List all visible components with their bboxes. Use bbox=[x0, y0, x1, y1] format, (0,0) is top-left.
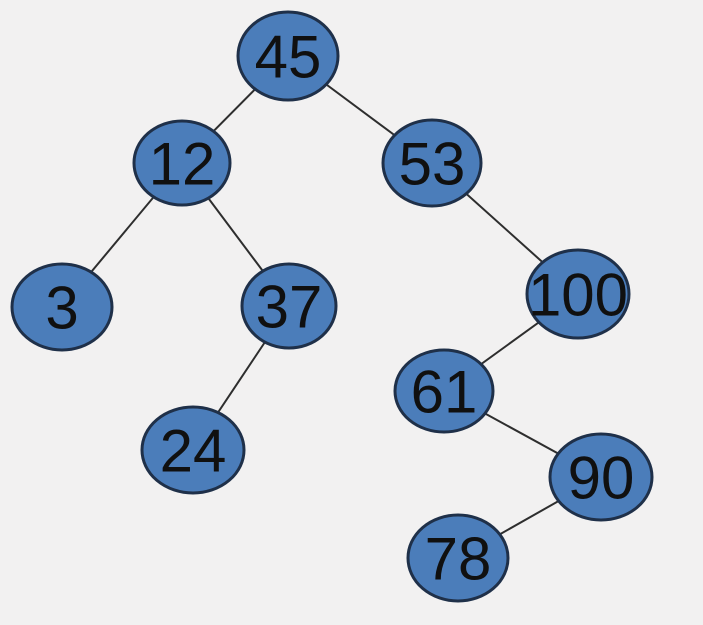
tree-node-label: 53 bbox=[399, 131, 466, 198]
tree-node-ellipse bbox=[393, 348, 495, 434]
tree-node-100: 100 bbox=[525, 248, 631, 340]
tree-node-label: 78 bbox=[425, 526, 492, 593]
tree-node-label: 37 bbox=[256, 274, 323, 341]
tree-node-ellipse bbox=[236, 10, 340, 102]
tree-node-ellipse bbox=[548, 432, 654, 522]
tree-node-ellipse bbox=[10, 262, 114, 352]
tree-node-45: 45 bbox=[236, 10, 340, 102]
tree-node-label: 3 bbox=[45, 275, 78, 342]
tree-node-12: 12 bbox=[132, 119, 232, 207]
tree-node-53: 53 bbox=[381, 118, 483, 208]
tree-node-ellipse bbox=[132, 119, 232, 207]
tree-node-label: 24 bbox=[160, 418, 227, 485]
tree-node-24: 24 bbox=[140, 405, 246, 495]
tree-node-90: 90 bbox=[548, 432, 654, 522]
tree-node-ellipse bbox=[140, 405, 246, 495]
tree-node-78: 78 bbox=[406, 513, 510, 603]
tree-nodes-layer: 45 12 53 3 37 100 61 24 90 78 bbox=[10, 10, 654, 603]
tree-node-label: 12 bbox=[149, 131, 216, 198]
tree-node-ellipse bbox=[240, 262, 338, 350]
tree-node-3: 3 bbox=[10, 262, 114, 352]
tree-node-ellipse bbox=[381, 118, 483, 208]
tree-node-label: 45 bbox=[255, 24, 322, 91]
tree-node-37: 37 bbox=[240, 262, 338, 350]
tree-node-label: 90 bbox=[568, 445, 635, 512]
tree-node-ellipse bbox=[406, 513, 510, 603]
tree-node-label: 100 bbox=[528, 262, 628, 329]
tree-node-61: 61 bbox=[393, 348, 495, 434]
tree-node-label: 61 bbox=[411, 359, 478, 426]
tree-node-ellipse bbox=[525, 248, 631, 340]
